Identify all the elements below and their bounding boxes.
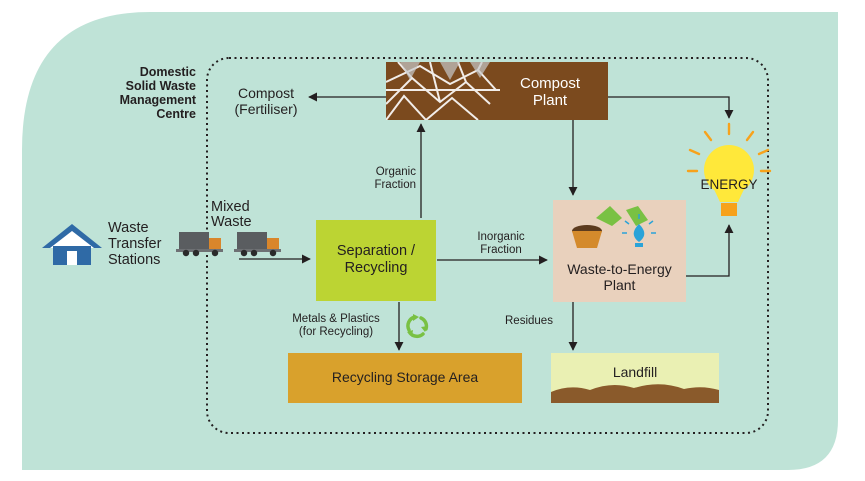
residues-label: Residues (505, 315, 553, 327)
recycle-icon (596, 206, 648, 226)
arrow-wte-to-energy (686, 224, 734, 277)
waste-to-energy-label: Waste-to-Energy Plant (567, 261, 672, 293)
compost-plant-text-box: Compost Plant (494, 62, 606, 120)
separation-recycling-box (316, 220, 436, 301)
energy-label: ENERGY (700, 177, 758, 192)
landfill-label: Landfill (612, 364, 658, 380)
organic-fraction-label: Organic Fraction (374, 166, 416, 191)
separation-recycling-text-box: Separation / Recycling (316, 220, 436, 301)
house-icon (42, 224, 102, 265)
landfill-text-box: Landfill (551, 353, 719, 383)
compost-fertiliser-label: Compost (Fertiliser) (234, 85, 298, 117)
truck-icon (176, 232, 223, 257)
recycling-storage-label: Recycling Storage Area (331, 369, 479, 385)
mixed-waste-label: Mixed Waste (211, 199, 252, 230)
waste-to-energy-text-box: Waste-to-Energy Plant (553, 255, 686, 295)
inorganic-fraction-label: Inorganic Fraction (477, 231, 525, 256)
centre-title: Domestic Solid Waste Management Centre (119, 65, 196, 121)
compost-plant-box (386, 62, 608, 120)
metals-plastics-label: Metals & Plastics (for Recycling) (292, 313, 380, 338)
compost-basket-icon (572, 225, 602, 248)
separation-recycling-label: Separation / Recycling (336, 243, 416, 276)
recycling-storage-text-box: Recycling Storage Area (288, 353, 522, 403)
recycle-icon (406, 314, 429, 339)
flow-arrows (239, 92, 734, 351)
arrow-compost-to-energy (608, 96, 734, 119)
landfill-box (551, 353, 719, 403)
waste-transfer-stations-label: Waste Transfer Stations (108, 220, 162, 268)
compost-plant-label: Compost Plant (519, 75, 581, 109)
recycling-storage-box (288, 353, 522, 403)
truck-icon (234, 232, 281, 257)
lightbulb-icon (686, 122, 772, 216)
water-drop-icon (622, 214, 656, 247)
